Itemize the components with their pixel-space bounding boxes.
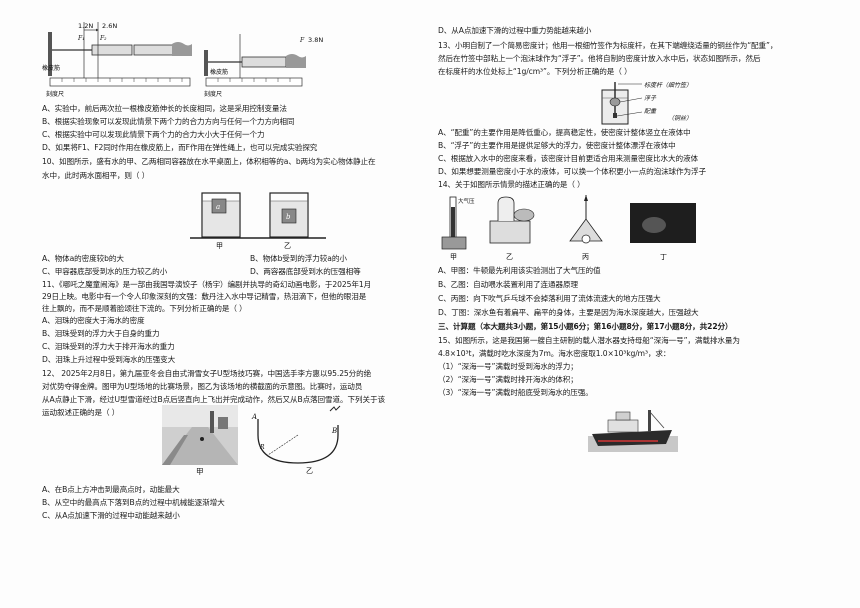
q14-stem: 14、关于如图所示情景的描述正确的是（ ） <box>438 180 585 189</box>
q12-option-d: D、从A点加速下滑的过程中重力势能越来越小 <box>438 26 592 35</box>
spring-scale-3 <box>241 56 287 68</box>
point-b-label: B <box>331 427 337 435</box>
q12-option-b: B、从空中的最高点下落到B点的过程中机械能逐渐增大 <box>42 498 225 507</box>
q10-option-d: D、两容器底部受到水的压强相等 <box>250 267 361 276</box>
q13-option-b: B、“浮子”的主要作用是提供足够大的浮力，使密度计整体漂浮在液体中 <box>438 141 676 150</box>
q10-option-c: C、甲容器底部受到水的压力较乙的小 <box>42 267 168 276</box>
f3-label: F <box>299 37 305 44</box>
copper-label: （铜丝） <box>668 114 692 122</box>
q13-option-d: D、如果想要测量密度小于水的液体，可以换一个体积更小一点的泡沫球作为浮子 <box>438 167 707 176</box>
fig-yi-label: 乙 <box>506 253 513 261</box>
f1-value: 1.2N <box>78 22 93 30</box>
section-3-title: 三、计算题（本大题共3小题，第15小题6分；第16小题8分，第17小题8分，共2… <box>438 322 733 331</box>
q11-stem-line2: 29日上映。电影中有一个令人印象深刻的文强：敷丹注入水中导记精雪，热泪滴下，但他… <box>42 292 367 301</box>
q13-stem-line2: 然后在竹签中部粘上一个泡沫球作为“浮子”。他将自制的密度计放入水中后，状态如图所… <box>438 54 761 63</box>
float-label: 浮子 <box>644 94 657 102</box>
hand-icon <box>172 42 192 56</box>
q12-option-c: C、从A点加速下滑的过程中动能越来越小 <box>42 511 180 520</box>
q14-option-b: B、乙图：自动喂水装置利用了连通器原理 <box>438 280 578 289</box>
q11-option-a: A、泪珠的密度大于海水的密度 <box>42 316 145 325</box>
f2-value: 2.6N <box>102 22 117 30</box>
ruler-label-a: 刻度尺 <box>46 90 64 98</box>
rod-label: 标度杆（细竹签） <box>644 81 692 89</box>
float-ball <box>609 97 621 107</box>
fig-jia-label: 甲 <box>450 253 457 261</box>
object-a <box>211 198 227 214</box>
copper-weight <box>613 113 617 118</box>
q9-figure: 1.2N 2.6N F₁ F₂ 橡皮筋 刻度尺 3.8N F 橡皮筋 刻 <box>42 22 323 98</box>
skier-icon <box>329 405 341 412</box>
q13-stem-line3: 在标度杆的水位处标上“1g/cm³”。下列分析正确的是（ ） <box>438 67 632 76</box>
q12-stem-line4: 运动叙述正确的是（ ） <box>42 408 120 417</box>
q10-stem-line2: 水中，此时两水面相平，则（ ） <box>42 171 150 180</box>
q12-diagram-label: 乙 <box>306 467 313 475</box>
band-label-a: 橡皮筋 <box>42 64 60 72</box>
q14-figure: 大气压 甲 乙 丙 丁 <box>441 195 696 261</box>
object-b <box>281 208 297 224</box>
q10-option-a: A、物体a的密度较b的大 <box>42 254 124 263</box>
q9-option-d: D、如果将F1、F2同时作用在橡皮筋上，而F作用在弹性绳上，也可以完成实验探究 <box>42 143 318 152</box>
ruler-left <box>49 77 191 87</box>
radius-label: R <box>259 444 265 451</box>
f1-label: F₁ <box>77 35 85 42</box>
q11-stem-line1: 11、《哪吒之魔童闹海》是一部由我国导演饺子（杨宇）编剧并执导的奇幻动画电影，于… <box>42 280 372 289</box>
q15-item-2: （2）“深海一号”满载时排开海水的体积； <box>438 375 578 384</box>
q12-photo <box>162 405 238 465</box>
ruler-label-b: 刻度尺 <box>204 90 222 98</box>
spring-scale-2 <box>133 44 175 56</box>
q13-option-a: A、“配重”的主要作用是降低重心，提高稳定性，使密度计整体竖立在液体中 <box>438 128 691 137</box>
q12-photo-label: 甲 <box>196 467 204 476</box>
q9-option-b: B、根据实验现象可以发现此情景下两个力的合力方向与任何一个力方向相同 <box>42 117 295 126</box>
q15-item-3: （3）“深海一号”满载时船底受到海水的压强。 <box>438 388 593 397</box>
q12-stem-line3: 从A点静止下滑，经过U型雪道经过B点后竖直向上飞出并完成动作，然后又从B点落回雪… <box>42 395 385 404</box>
left-column: 1.2N 2.6N F₁ F₂ 橡皮筋 刻度尺 3.8N F 橡皮筋 刻 <box>40 0 430 608</box>
q10-stem-line1: 10、如图所示，盛有水的甲、乙两相同容器放在水平桌面上，体积相等的a、b两均为实… <box>42 157 376 166</box>
q15-item-1: （1）“深海一号”满载时受到海水的浮力； <box>438 362 578 371</box>
f2-label: F₂ <box>99 35 107 42</box>
fig-ding-label: 丁 <box>660 253 667 261</box>
q9-option-c: C、根据实验中可以发现此情景下两个力的合力大小大于任何一个力 <box>42 130 265 139</box>
q12-option-a: A、在B点上方冲击到最高点时，动能最大 <box>42 485 180 494</box>
q12-stem-line2: 对优势夺得金牌。图甲为U型场地的比赛场景，图乙为该场地的横截面的示意图。比赛时，… <box>42 382 363 391</box>
q14-option-a: A、甲图：牛顿最先利用该实验测出了大气压的值 <box>438 266 601 275</box>
q9-option-a: A、实验中，前后两次拉一根橡皮筋伸长的长度相同，这是采用控制变量法 <box>42 104 287 113</box>
q10-figure: a b 甲 乙 <box>190 192 326 250</box>
band-label-b: 橡皮筋 <box>210 68 228 76</box>
object-b-label: b <box>286 213 291 221</box>
q11-option-b: B、泪珠受到的浮力大于自身的重力 <box>42 329 160 338</box>
q11-stem-line3: 往上飘的，而不是顺着脸颂往下流的。下列分析正确的是（ ） <box>42 304 247 313</box>
atm-label: 大气压 <box>458 197 475 205</box>
fig-bing-label: 丙 <box>582 253 589 261</box>
wall-right <box>204 50 208 76</box>
right-column: D、从A点加速下滑的过程中重力势能越来越小 13、小明自制了一个简易密度计；他用… <box>438 0 830 608</box>
q14-option-c: C、丙图：向下吹气乒乓球不会掉落利用了流体流速大的地方压强大 <box>438 294 661 303</box>
object-a-label: a <box>216 203 220 211</box>
container-jia-label: 甲 <box>216 242 223 250</box>
q13-figure: 标度杆（细竹签） 浮子 配重 （铜丝） <box>601 81 692 125</box>
spring-scale-1 <box>91 44 133 56</box>
wall-left <box>48 32 52 76</box>
q12-diagram: A B R 乙 <box>251 405 341 475</box>
ping-pong-ball <box>581 234 591 244</box>
q12-stem-line1: 12、 2025年2月8日，第九届亚冬会自由式滑雪女子U型场技巧赛，中国选手李方… <box>42 369 372 378</box>
q13-option-c: C、根据放入水中的密度来看，该密度计目前更适合用来测量密度比水大的液体 <box>438 154 698 163</box>
ship-image <box>588 410 678 452</box>
q15-stem-line1: 15、如图所示，这是我国第一艘自主研制的载人潜水器支持母船“深海一号”，满载排水… <box>438 336 740 345</box>
point-a-label: A <box>251 413 257 421</box>
q14-option-d: D、丁图：深水鱼有着扁平、扁平的身体，主要是因为海水深度越大，压强越大 <box>438 308 699 317</box>
q11-option-d: D、泪珠上升过程中受到海水的压强变大 <box>42 355 176 364</box>
hand-icon-2 <box>286 54 306 68</box>
q15-stem-line2: 4.8×10³t，满载时吃水深度为7m。海水密度取1.0×10³kg/m³，求： <box>438 349 671 358</box>
f3-value: 3.8N <box>308 36 323 44</box>
container-yi-label: 乙 <box>284 242 291 250</box>
q11-option-c: C、泪珠受到的浮力大于排开海水的重力 <box>42 342 175 351</box>
q10-option-b: B、物体b受到的浮力较a的小 <box>250 254 347 263</box>
weight-label: 配重 <box>644 108 657 115</box>
q13-stem-line1: 13、小明自制了一个简易密度计；他用一根细竹签作为标度杆，在其下端缠绕适量的铜丝… <box>438 41 778 50</box>
